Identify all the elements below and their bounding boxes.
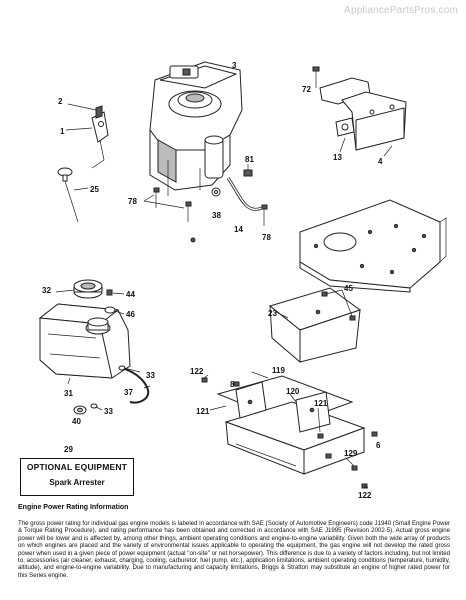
callout-120: 120 — [286, 387, 300, 396]
optional-equipment-number: 29 — [64, 445, 73, 454]
leader-23 — [275, 311, 289, 319]
exhaust-bolt[interactable] — [312, 66, 320, 88]
callout-122a: 122 — [190, 367, 204, 376]
fuel-clamp[interactable] — [211, 187, 221, 197]
optional-equipment-box: OPTIONAL EQUIPMENT Spark Arrester — [20, 458, 134, 496]
callout-33a: 33 — [146, 371, 155, 380]
leader-33a — [123, 367, 141, 373]
fuel-cap[interactable] — [73, 279, 103, 299]
rating-body: The gross power rating for individual ga… — [18, 520, 450, 579]
callout-6: 6 — [376, 441, 381, 450]
rating-title: Engine Power Rating Information — [18, 504, 129, 511]
watermark: AppliancePartsPros.com — [344, 5, 458, 16]
tank-fuel-line[interactable] — [90, 365, 150, 409]
engine-bolts[interactable] — [153, 187, 268, 243]
fitting[interactable] — [243, 164, 253, 177]
callout-121b: 121 — [314, 399, 328, 408]
callout-78b: 78 — [262, 233, 271, 242]
callout-46: 46 — [126, 310, 135, 319]
leader-2 — [67, 103, 97, 111]
leader-32 — [55, 289, 75, 293]
leader-45a — [325, 289, 343, 295]
leader-120 — [289, 393, 297, 403]
callout-119: 119 — [272, 366, 285, 375]
callout-81: 81 — [245, 155, 254, 164]
leader-119 — [251, 371, 269, 379]
muffler-gasket[interactable] — [335, 117, 355, 137]
leader-121b — [317, 407, 321, 433]
callout-129: 129 — [344, 449, 358, 458]
chassis-frame[interactable] — [299, 199, 447, 293]
leader-25 — [73, 187, 89, 191]
leader-13 — [339, 137, 346, 153]
bracket-bolts[interactable] — [201, 377, 378, 489]
callout-25: 25 — [90, 185, 99, 194]
callout-23: 23 — [268, 309, 277, 318]
tank-fasteners[interactable] — [104, 289, 116, 314]
leader-1 — [65, 127, 93, 131]
heat-shield[interactable] — [268, 287, 362, 364]
callout-78a: 78 — [128, 197, 137, 206]
optional-equipment-title: OPTIONAL EQUIPMENT — [26, 462, 128, 472]
callout-3: 3 — [232, 61, 237, 70]
callout-37: 37 — [124, 388, 133, 397]
callout-40: 40 — [72, 417, 81, 426]
optional-equipment-item[interactable]: Spark Arrester — [49, 478, 105, 487]
callout-2: 2 — [58, 97, 63, 106]
callout-33b: 33 — [104, 407, 113, 416]
leader-129 — [345, 457, 355, 467]
callout-1: 1 — [60, 127, 65, 136]
leader-44 — [112, 292, 125, 295]
leader-78b — [143, 200, 185, 209]
leader-122a — [203, 374, 209, 379]
dipstick[interactable] — [57, 167, 79, 223]
fuel-line[interactable] — [226, 177, 263, 211]
callout-44: 44 — [126, 290, 135, 299]
callout-72: 72 — [302, 85, 311, 94]
leader-78a — [143, 194, 155, 202]
leader-4 — [383, 145, 393, 157]
callout-14: 14 — [234, 225, 243, 234]
fuel-bushing[interactable] — [73, 405, 87, 415]
callout-4: 4 — [378, 157, 383, 166]
leader-31 — [67, 377, 71, 385]
callout-31: 31 — [64, 389, 73, 398]
callout-122b: 122 — [358, 491, 372, 500]
callout-8: 8 — [230, 380, 235, 389]
leader-33b — [95, 406, 103, 411]
throttle-control[interactable] — [91, 105, 109, 169]
callout-32: 32 — [42, 286, 51, 295]
callout-13: 13 — [333, 153, 342, 162]
leader-122b — [363, 485, 369, 489]
leader-121a — [209, 405, 227, 411]
muffler-assembly[interactable] — [319, 77, 407, 151]
leader-46 — [114, 310, 125, 315]
engine-assembly[interactable] — [149, 61, 243, 196]
leader-37 — [143, 385, 151, 389]
fuel-tank[interactable] — [38, 303, 131, 379]
callout-45: 45 — [344, 284, 353, 293]
leader-45b — [341, 289, 353, 317]
callout-38: 38 — [212, 211, 221, 220]
callout-121a: 121 — [196, 407, 210, 416]
